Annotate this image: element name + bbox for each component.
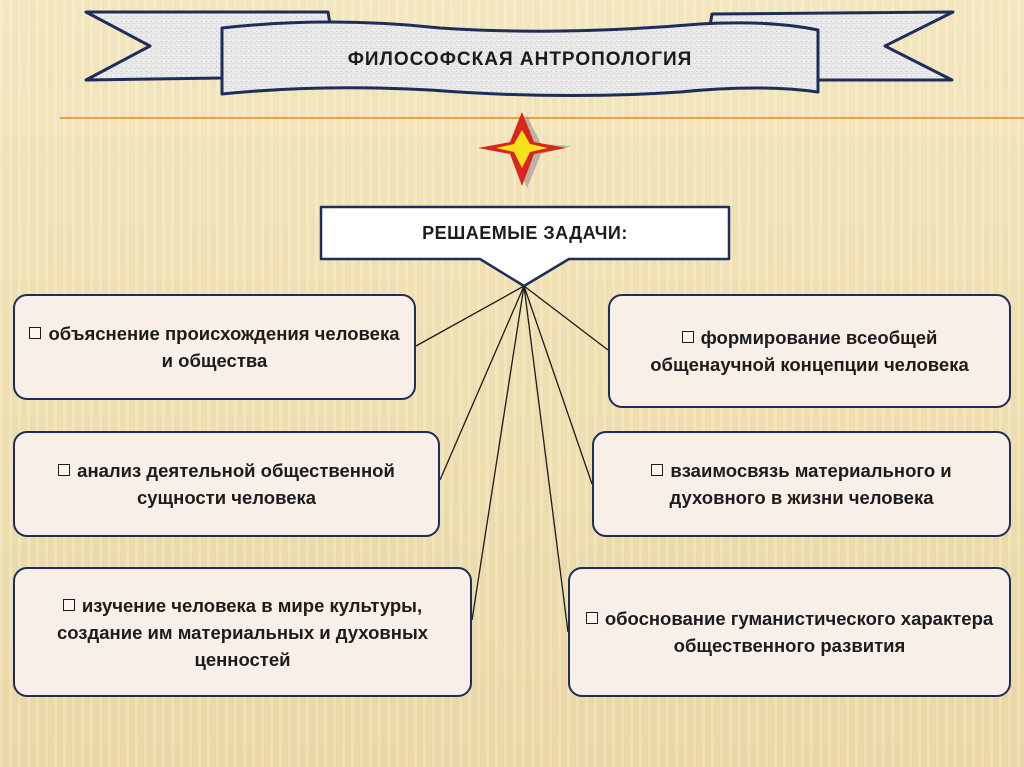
checkbox-bullet-icon: [29, 327, 42, 339]
connector-4: [523, 285, 609, 351]
task-text: объяснение происхождения человека и обще…: [48, 323, 400, 371]
connector-5: [523, 285, 593, 485]
tasks-header-label: РЕШАЕМЫЕ ЗАДАЧИ:: [422, 222, 628, 243]
task-text: взаимосвязь материального и духовного в …: [669, 460, 952, 508]
connector-3: [471, 285, 525, 621]
banner-main: [220, 20, 820, 98]
task-box-humanism: обоснование гуманистического характера о…: [568, 567, 1011, 697]
task-box-concept: формирование всеобщей общенаучной концеп…: [608, 294, 1011, 408]
task-text: обоснование гуманистического характера о…: [604, 608, 994, 656]
four-point-star-icon: [478, 112, 572, 188]
task-text: анализ деятельной общественной сущности …: [77, 460, 395, 508]
checkbox-bullet-icon: [62, 598, 75, 611]
task-text: изучение человека в мире культуры, созда…: [56, 594, 429, 670]
checkbox-bullet-icon: [651, 464, 664, 476]
tasks-header-box: [319, 205, 731, 288]
task-box-origin: объяснение происхождения человека и обще…: [13, 294, 416, 400]
checkbox-bullet-icon: [681, 331, 694, 343]
connector-6: [523, 285, 569, 633]
connector-2: [439, 285, 525, 481]
connector-1: [415, 285, 525, 347]
checkbox-bullet-icon: [585, 612, 598, 624]
task-box-culture: изучение человека в мире культуры, созда…: [13, 567, 472, 697]
page-title: ФИЛОСОФСКАЯ АНТРОПОЛОГИЯ: [347, 49, 693, 70]
task-box-activity: анализ деятельной общественной сущности …: [13, 431, 440, 537]
connector-lines: [415, 285, 609, 633]
task-text: формирование всеобщей общенаучной концеп…: [650, 327, 969, 375]
task-box-material-spiritual: взаимосвязь материального и духовного в …: [592, 431, 1011, 537]
checkbox-bullet-icon: [58, 464, 71, 476]
